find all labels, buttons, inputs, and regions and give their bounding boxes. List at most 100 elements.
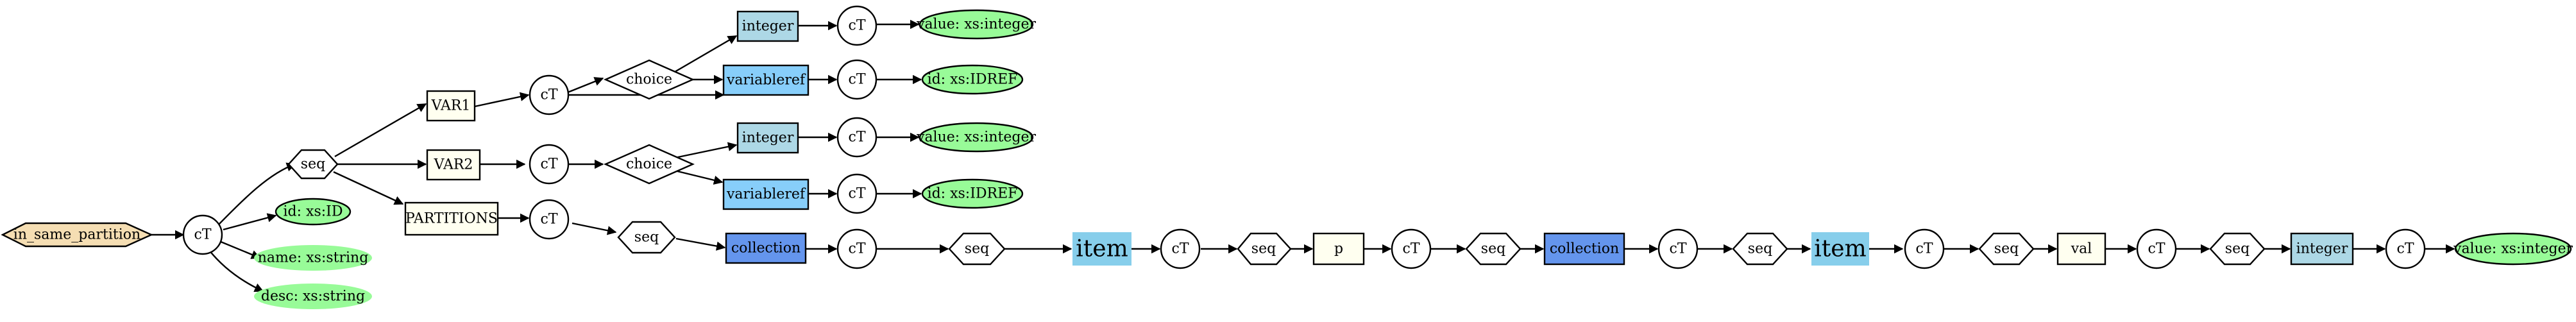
seq-node[interactable]: seq: [1978, 232, 2035, 266]
svg-text:p: p: [1334, 241, 1343, 257]
ct-node[interactable]: cT: [1391, 228, 1432, 269]
nodes: in_same_partition cT seq id: xs:ID name:…: [1, 5, 2573, 309]
choice-node[interactable]: choice: [604, 144, 695, 185]
svg-text:cT: cT: [849, 186, 866, 202]
ct-node[interactable]: cT: [1904, 228, 1945, 269]
ct-node[interactable]: cT: [2136, 228, 2177, 269]
svg-text:id: xs:ID: id: xs:ID: [284, 204, 343, 220]
item-node[interactable]: item: [1811, 232, 1869, 266]
attribute-value[interactable]: value: xs:integer: [916, 9, 1036, 40]
seq-node[interactable]: seq: [1465, 232, 1521, 266]
seq-node[interactable]: seq: [2209, 232, 2266, 266]
edge: [674, 169, 724, 185]
svg-text:integer: integer: [2296, 241, 2348, 257]
element-p[interactable]: p: [1312, 232, 1365, 266]
integer-node[interactable]: integer: [2290, 232, 2354, 266]
svg-text:choice: choice: [626, 157, 672, 173]
ct-node[interactable]: cT: [182, 214, 223, 255]
svg-text:value: xs:integer: value: xs:integer: [916, 130, 1036, 146]
seq-node[interactable]: seq: [617, 221, 676, 254]
variableref-node[interactable]: variableref: [722, 64, 809, 96]
svg-text:cT: cT: [194, 227, 212, 243]
integer-node[interactable]: integer: [736, 10, 799, 42]
edge: [208, 250, 264, 292]
svg-text:val: val: [2071, 241, 2092, 257]
ct-node[interactable]: cT: [836, 228, 877, 269]
collection-node[interactable]: collection: [1543, 232, 1625, 266]
svg-text:item: item: [1814, 236, 1866, 262]
seq-node[interactable]: seq: [1732, 232, 1788, 266]
svg-text:seq: seq: [1748, 241, 1772, 257]
edge: [219, 240, 261, 259]
element-val[interactable]: val: [2056, 232, 2106, 266]
svg-text:item: item: [1076, 236, 1128, 262]
edge: [674, 142, 738, 159]
svg-text:seq: seq: [301, 157, 325, 173]
svg-text:VAR1: VAR1: [431, 98, 471, 114]
ct-node[interactable]: cT: [529, 144, 570, 185]
edge: [564, 77, 604, 95]
edge: [334, 103, 427, 158]
svg-text:choice: choice: [626, 72, 672, 88]
svg-text:value: xs:integer: value: xs:integer: [2453, 241, 2573, 257]
element-var2[interactable]: VAR2: [426, 149, 481, 181]
svg-text:cT: cT: [849, 72, 866, 88]
attribute-idref[interactable]: id: xs:IDREF: [921, 64, 1024, 95]
svg-text:seq: seq: [1994, 241, 2019, 257]
item-node[interactable]: item: [1072, 232, 1131, 266]
attribute-id[interactable]: id: xs:ID: [275, 198, 352, 226]
attribute-name[interactable]: name: xs:string: [254, 245, 372, 271]
svg-text:cT: cT: [1172, 241, 1189, 257]
integer-node[interactable]: integer: [736, 122, 799, 154]
ct-node[interactable]: cT: [529, 199, 570, 240]
edge: [333, 171, 404, 205]
ct-node[interactable]: cT: [1160, 228, 1201, 269]
element-partitions[interactable]: PARTITIONS: [404, 201, 499, 236]
svg-text:variableref: variableref: [726, 72, 806, 89]
ct-node[interactable]: cT: [836, 173, 877, 214]
ct-node[interactable]: cT: [529, 74, 570, 115]
svg-text:seq: seq: [2225, 241, 2250, 257]
attribute-value[interactable]: value: xs:integer: [2453, 232, 2573, 266]
edge: [675, 237, 726, 251]
ct-node[interactable]: cT: [2385, 228, 2426, 269]
svg-text:VAR2: VAR2: [434, 157, 473, 173]
svg-text:cT: cT: [2148, 241, 2165, 257]
element-var1[interactable]: VAR1: [426, 90, 476, 122]
svg-text:cT: cT: [1916, 241, 1933, 257]
attribute-idref[interactable]: id: xs:IDREF: [921, 178, 1024, 209]
svg-text:seq: seq: [1481, 241, 1505, 257]
collection-node[interactable]: collection: [725, 232, 807, 264]
svg-text:cT: cT: [849, 130, 866, 146]
svg-text:collection: collection: [731, 241, 801, 257]
svg-text:value: xs:integer: value: xs:integer: [916, 17, 1036, 33]
ct-node[interactable]: cT: [836, 117, 877, 158]
ct-node[interactable]: cT: [836, 5, 877, 46]
svg-text:cT: cT: [541, 212, 558, 228]
edge: [674, 35, 738, 73]
root-node[interactable]: in_same_partition: [1, 222, 153, 248]
svg-text:name: xs:string: name: xs:string: [258, 250, 369, 266]
ct-node[interactable]: cT: [1657, 228, 1699, 269]
svg-text:cT: cT: [849, 18, 866, 34]
svg-text:id: xs:IDREF: id: xs:IDREF: [928, 186, 1018, 202]
edge: [223, 213, 277, 231]
ct-node[interactable]: cT: [836, 59, 877, 100]
svg-text:id: xs:IDREF: id: xs:IDREF: [928, 72, 1018, 88]
svg-text:cT: cT: [1670, 241, 1687, 257]
edge: [474, 92, 530, 108]
svg-text:desc: xs:string: desc: xs:string: [261, 289, 365, 305]
seq-node[interactable]: seq: [287, 149, 339, 180]
svg-text:cT: cT: [541, 157, 558, 173]
seq-node[interactable]: seq: [948, 232, 1006, 266]
svg-text:cT: cT: [849, 241, 866, 257]
svg-text:cT: cT: [541, 87, 558, 103]
attribute-value[interactable]: value: xs:integer: [916, 122, 1036, 153]
choice-node[interactable]: choice: [604, 59, 695, 100]
variableref-node[interactable]: variableref: [722, 178, 809, 210]
seq-node[interactable]: seq: [1237, 232, 1292, 266]
svg-text:seq: seq: [965, 241, 989, 257]
edges: [151, 19, 2455, 292]
attribute-desc[interactable]: desc: xs:string: [254, 284, 372, 309]
